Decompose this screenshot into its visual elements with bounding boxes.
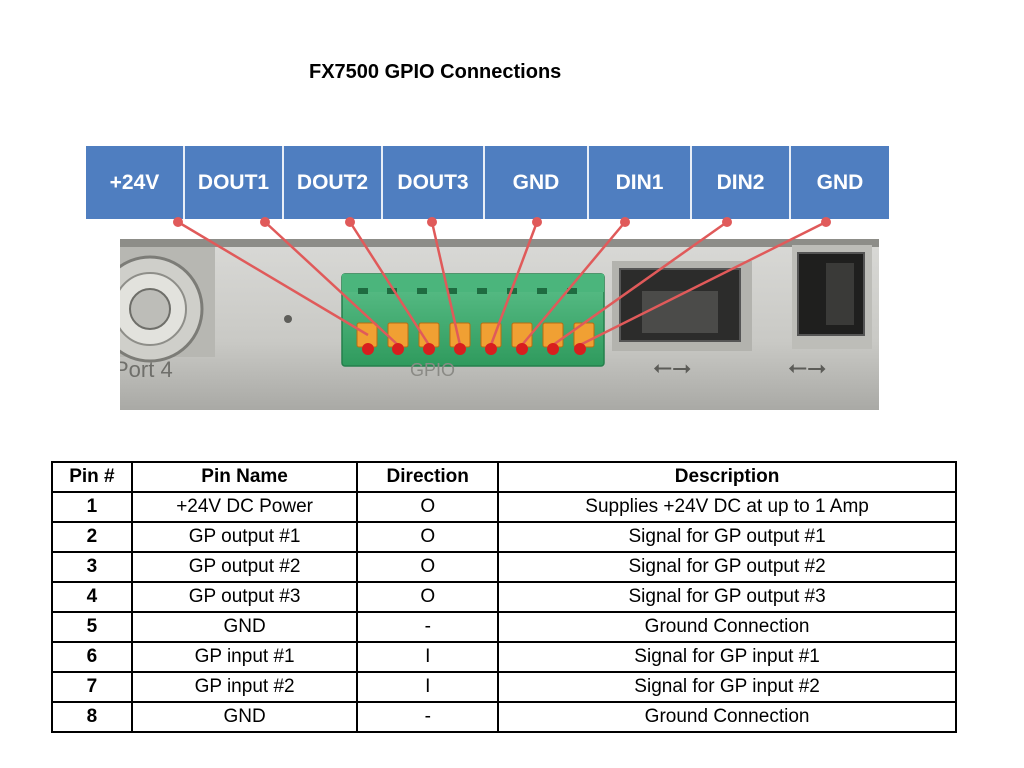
cell-direction: I [356,641,500,673]
table-header-row: Pin # Pin Name Direction Description [51,461,957,493]
table-row: 6 GP input #1 I Signal for GP input #1 [51,641,957,673]
pin-label-dout1: DOUT1 [185,146,284,219]
cell-pin: 6 [51,641,133,673]
pin-label-gnd-2: GND [791,146,889,219]
table-row: 5 GND - Ground Connection [51,611,957,643]
pin-label-din2: DIN2 [692,146,791,219]
usb-icon-2: ⭠⭢ [788,353,826,381]
pin-label-dout3: DOUT3 [383,146,485,219]
device-panel-illustration: Port 4 GPIO ⭠⭢ [120,239,879,410]
table-row: 8 GND - Ground Connection [51,701,957,733]
cell-description: Supplies +24V DC at up to 1 Amp [497,491,957,523]
gpio-label: GPIO [410,360,455,380]
cell-pin-name: GP input #1 [130,641,359,673]
cell-pin-name: GP output #3 [130,581,359,613]
usb-icon: ⭠⭢ [653,353,691,381]
cell-pin-name: GP input #2 [130,671,359,703]
cell-direction: I [356,671,500,703]
cell-description: Signal for GP input #2 [497,671,957,703]
panel-screw [284,315,292,323]
pin-label-dout2: DOUT2 [284,146,383,219]
port-label: Port 4 [120,357,173,382]
column-header-direction: Direction [356,461,500,493]
cell-pin: 1 [51,491,133,523]
table-row: 3 GP output #2 O Signal for GP output #2 [51,551,957,583]
cell-pin-name: GP output #1 [130,521,359,553]
ethernet-port [612,261,752,351]
cell-pin-name: +24V DC Power [130,491,359,523]
pin-table: Pin # Pin Name Direction Description 1 +… [51,461,957,733]
cell-direction: O [356,491,500,523]
cell-pin-name: GND [130,611,359,643]
column-header-pin-name: Pin Name [130,461,359,493]
pin-label-din1: DIN1 [589,146,692,219]
cell-pin: 3 [51,551,133,583]
page-title: FX7500 GPIO Connections [309,61,562,83]
cell-pin: 7 [51,671,133,703]
pin-label-gnd-1: GND [485,146,589,219]
cell-direction: - [356,611,500,643]
table-row: 7 GP input #2 I Signal for GP input #2 [51,671,957,703]
table-row: 4 GP output #3 O Signal for GP output #3 [51,581,957,613]
cell-description: Signal for GP output #2 [497,551,957,583]
pin-label-bar: +24V DOUT1 DOUT2 DOUT3 GND DIN1 DIN2 GND [86,146,889,219]
cell-direction: - [356,701,500,733]
cell-pin-name: GND [130,701,359,733]
cell-direction: O [356,521,500,553]
cell-description: Signal for GP output #3 [497,581,957,613]
table-row: 2 GP output #1 O Signal for GP output #1 [51,521,957,553]
cell-pin-name: GP output #2 [130,551,359,583]
device-photo: Port 4 GPIO ⭠⭢ [120,239,879,410]
cell-direction: O [356,551,500,583]
cell-pin: 8 [51,701,133,733]
cell-description: Signal for GP output #1 [497,521,957,553]
round-connector [120,247,215,363]
column-header-description: Description [497,461,957,493]
pin-label-24v: +24V [86,146,185,219]
cell-pin: 4 [51,581,133,613]
cell-pin: 2 [51,521,133,553]
cell-description: Ground Connection [497,701,957,733]
usb-port [792,245,872,349]
column-header-pin: Pin # [51,461,133,493]
cell-description: Signal for GP input #1 [497,641,957,673]
table-row: 1 +24V DC Power O Supplies +24V DC at up… [51,491,957,523]
gpio-terminal-block [341,273,605,367]
cell-pin: 5 [51,611,133,643]
cell-description: Ground Connection [497,611,957,643]
panel-top-edge [120,239,879,247]
cell-direction: O [356,581,500,613]
